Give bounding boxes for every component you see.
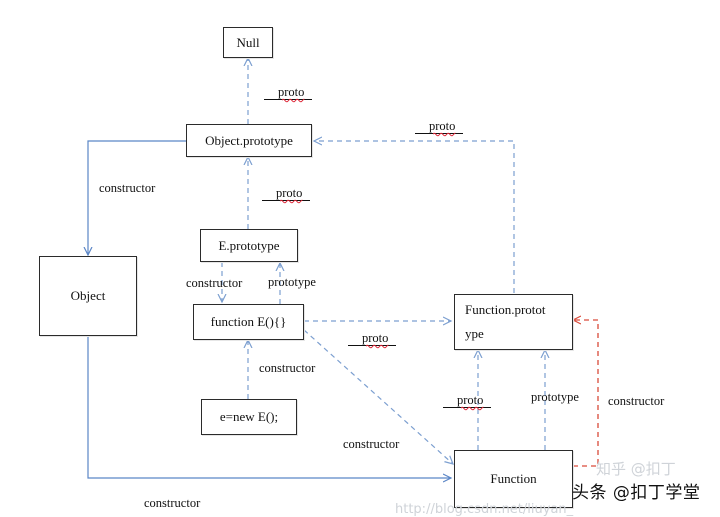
label-constructor-e-new: constructor <box>259 361 316 375</box>
edge-funcproto-to-objproto <box>314 141 515 293</box>
edge-funcproto-to-function-red <box>573 320 599 467</box>
node-null-label: Null <box>236 34 260 50</box>
node-object-label: Object <box>70 288 106 303</box>
node-function-prototype-label-1: Function.protot <box>465 302 546 317</box>
node-null: Null <box>223 27 273 58</box>
node-e-new-label: e=new E(); <box>219 409 279 424</box>
label-constructor-function-e: constructor <box>343 437 400 451</box>
label-proto-mid: proto <box>262 186 311 201</box>
label-proto-right-top: proto <box>415 119 464 134</box>
node-e-prototype-label: E.prototype <box>218 237 280 253</box>
label-proto-top: proto <box>264 85 313 100</box>
label-proto-center: proto <box>348 331 397 346</box>
node-function-label: Function <box>490 471 537 486</box>
edge-fe-to-function <box>303 329 453 464</box>
label-proto-function: proto <box>443 393 492 408</box>
label-prototype-e: prototype <box>268 275 316 289</box>
label-constructor-e-proto: constructor <box>186 276 243 290</box>
node-function-prototype: Function.protot ype <box>454 294 573 350</box>
node-object-prototype: Object.prototype <box>186 124 312 157</box>
label-prototype-function: prototype <box>531 390 579 404</box>
node-object: Object <box>39 256 137 336</box>
node-function-prototype-label-2: ype <box>465 326 484 341</box>
watermark-faint-top: 知乎 @扣丁 <box>596 460 676 478</box>
node-function-e: function E(){} <box>193 304 304 340</box>
node-function-e-label: function E(){} <box>210 314 287 329</box>
label-constructor-object: constructor <box>99 181 156 195</box>
label-constructor-red: constructor <box>608 394 665 408</box>
node-e-prototype: E.prototype <box>200 229 298 262</box>
edge-objproto-to-object <box>88 140 186 255</box>
watermark-faint-url: http://blog.csdn.net/liuyan_ <box>395 502 574 517</box>
edge-object-to-function <box>87 336 451 478</box>
node-object-prototype-label: Object.prototype <box>205 132 293 148</box>
node-e-new: e=new E(); <box>201 399 297 435</box>
watermark-brand: 头条 @扣丁学堂 <box>572 483 701 503</box>
node-function: Function <box>454 450 573 508</box>
label-constructor-bottom: constructor <box>144 496 201 510</box>
